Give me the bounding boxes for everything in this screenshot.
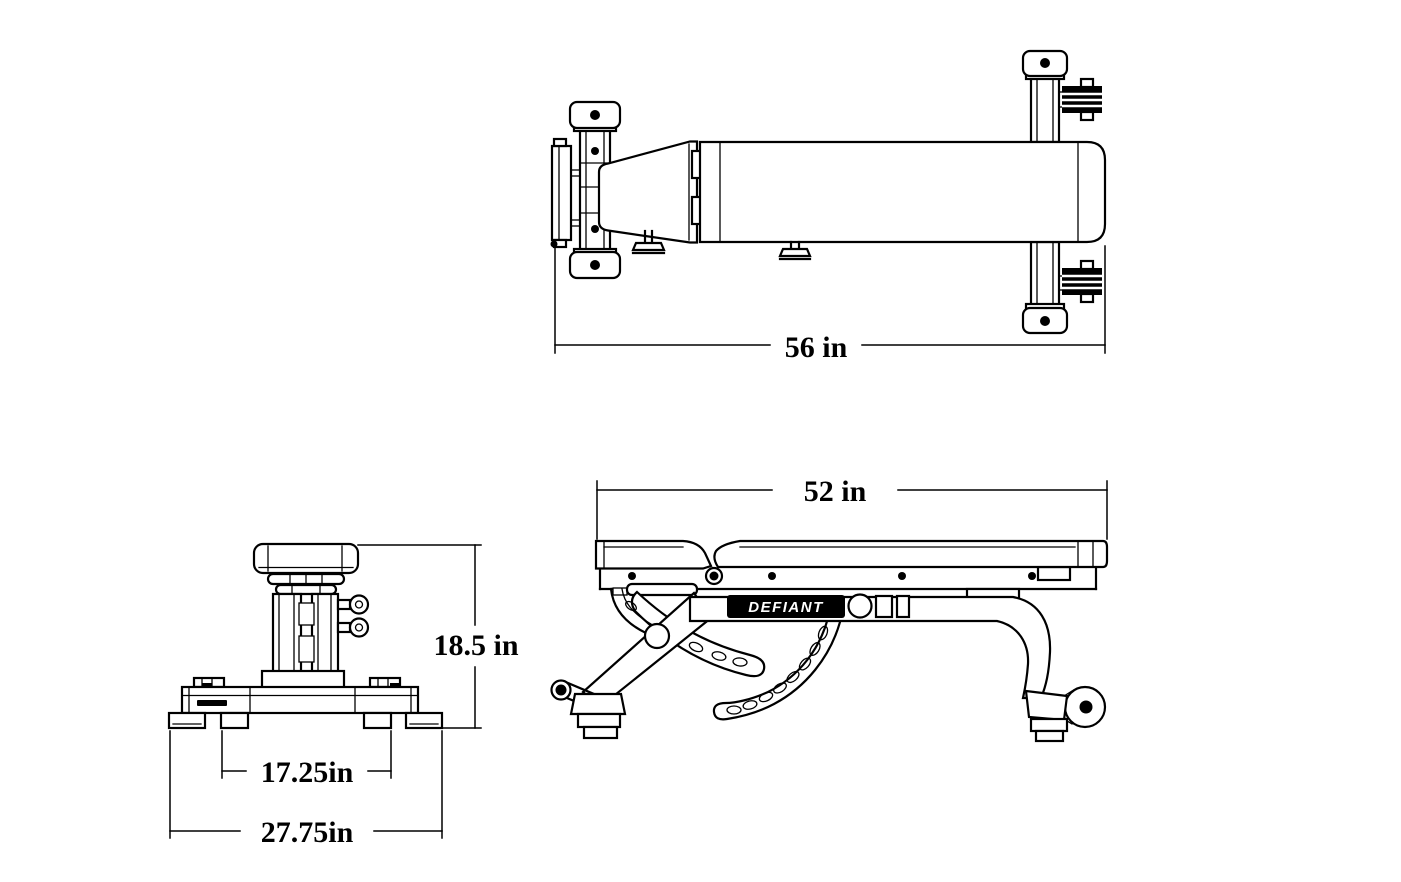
defiant-logo-text: DEFIANT (748, 599, 824, 616)
dimension-label-18-5in: 18.5 in (433, 629, 518, 662)
transport-wheel-bottom (1058, 259, 1102, 304)
pull-pin-knob-lower (348, 617, 370, 638)
dimension-label-56in: 56 in (785, 331, 848, 364)
head-bracket (550, 137, 581, 249)
adjustment-knobs (336, 594, 370, 638)
front-leg-pivot (643, 622, 671, 650)
front-bracket (609, 587, 652, 635)
dimension-17-25in: 17.25in (221, 730, 392, 789)
seat-pad-end (252, 542, 360, 575)
pull-pin-knob-upper (348, 594, 370, 615)
base-feet (167, 711, 444, 730)
front-crossbar (568, 100, 622, 280)
rear-crossbar (1021, 49, 1069, 335)
base-logo-mark (197, 700, 227, 706)
front-view: 18.5 in 17.25in 27.75in (167, 542, 519, 849)
dimension-label-27-75in: 27.75in (261, 816, 354, 849)
base-assembly (180, 669, 420, 715)
back-pad-top (597, 140, 699, 244)
transport-wheel-top (1058, 77, 1102, 122)
foot-inner-right (362, 711, 393, 730)
pad-clamp (266, 572, 346, 596)
seat-pad-top (698, 140, 1107, 244)
seat-pad-side (713, 539, 1109, 569)
side-view: 52 in (550, 475, 1109, 743)
top-view: 56 in (550, 49, 1107, 364)
frame-bracket-b (895, 594, 911, 619)
dimension-label-17-25in: 17.25in (261, 756, 354, 789)
frame-pivot (847, 593, 873, 619)
dimension-52in: 52 in (596, 475, 1108, 540)
slider-track (625, 582, 699, 597)
dimension-27-75in: 27.75in (169, 730, 443, 849)
brand-plate: DEFIANT (727, 595, 845, 618)
frame-bracket-a (874, 594, 894, 619)
foot-inner-left (219, 711, 250, 730)
dimension-56in: 56 in (554, 243, 1106, 364)
rear-foot (1024, 685, 1107, 743)
back-pad-side (594, 539, 713, 570)
dimension-18-5in: 18.5 in (357, 544, 519, 729)
adjustment-arc-large (712, 616, 842, 721)
dimension-label-52in: 52 in (804, 475, 867, 508)
leveling-foot-back (631, 229, 666, 255)
leveling-foot-seat (778, 240, 812, 261)
support-column (271, 592, 340, 686)
front-foot (550, 679, 627, 740)
foot-outer-right (404, 711, 444, 730)
foot-outer-left (167, 711, 207, 730)
